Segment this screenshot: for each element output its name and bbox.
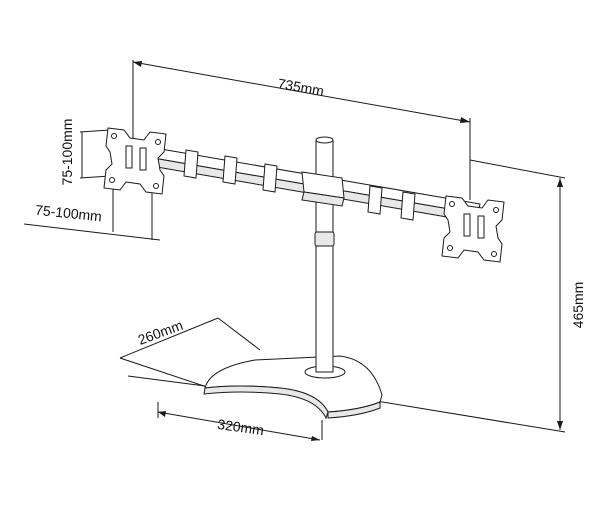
arrow-top (557, 178, 563, 187)
extension-line-height-bottom (369, 399, 566, 433)
arrow-right (460, 117, 470, 123)
dimension-line-260 (119, 317, 219, 359)
dimension-vesa-horizontal: 75-100mm (23, 180, 161, 241)
bracket-right-1 (367, 185, 383, 215)
dimension-base-width: 320mm (157, 402, 323, 441)
extension-line-260-a (217, 317, 261, 351)
vesa-plate-right-body (441, 195, 505, 263)
vesa-hole-left-2 (155, 139, 161, 145)
vesa-hole-right-4 (491, 251, 497, 257)
bracket-left-2 (222, 155, 238, 185)
vesa-plate-left (103, 127, 167, 195)
vesa-hole-left-3 (109, 177, 115, 183)
vesa-hole-right-2 (493, 207, 499, 213)
vesa-slot-left-1 (125, 145, 133, 169)
height-adjust-collar (314, 231, 335, 247)
dual-arm-bar (150, 147, 481, 223)
stand-pole (314, 136, 335, 373)
dimension-line-vesa-h (23, 223, 161, 241)
label-width-span: 735mm (276, 75, 325, 99)
stand-base (203, 355, 383, 420)
dimension-line-735 (132, 61, 471, 123)
vesa-slot-left-2 (139, 147, 147, 171)
bracket-right-2 (400, 191, 416, 221)
vesa-hole-right-1 (449, 201, 455, 207)
arrow-320-left (158, 411, 166, 417)
extension-line-260-b (119, 357, 211, 389)
arrow-bottom (557, 421, 563, 430)
label-vesa-horizontal: 75-100mm (34, 202, 102, 225)
label-height: 465mm (570, 282, 586, 329)
bracket-left-1 (183, 149, 199, 179)
bracket-left-3 (262, 163, 278, 193)
vesa-slot-right-1 (463, 213, 471, 237)
vesa-hole-left-1 (111, 133, 117, 139)
label-base-width: 320mm (216, 416, 264, 438)
label-base-depth: 260mm (136, 317, 185, 348)
base-plate-edge (203, 385, 329, 420)
dimension-line-320 (157, 411, 321, 441)
extension-line-height-top (469, 159, 566, 179)
dimension-width-span: 735mm (132, 60, 471, 200)
arrow-320-right (311, 436, 320, 441)
base-plate-top (204, 355, 383, 413)
vesa-hole-left-4 (153, 183, 159, 189)
arrow-left (133, 61, 142, 67)
pole-top-cap (315, 136, 334, 144)
vesa-plate-left-body (103, 127, 167, 195)
vesa-plate-right (441, 195, 505, 263)
dimension-height: 465mm (369, 159, 586, 433)
label-vesa-vertical: 75-100mm (59, 119, 75, 186)
base-plate-front-edge (327, 401, 381, 419)
center-clamp-bottom (301, 191, 345, 207)
dimension-vesa-vertical: 75-100mm (59, 119, 111, 186)
vesa-hole-right-3 (447, 245, 453, 251)
extension-line-260-c (127, 375, 206, 387)
vesa-slot-right-2 (477, 215, 485, 239)
extension-line-top (79, 129, 111, 133)
